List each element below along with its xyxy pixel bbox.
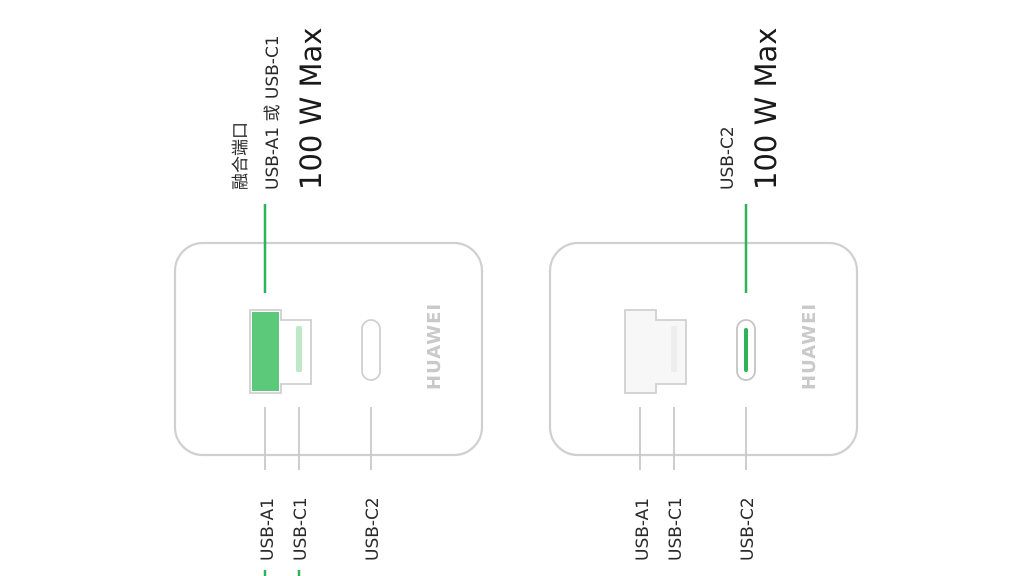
left-fusion-port-label: 融合端口	[231, 122, 251, 190]
right-charger-body	[548, 241, 859, 457]
left-usb-c2-label: USB-C2	[363, 497, 383, 561]
left-panel: HUAWEI 融合端口 USB-A1 或 USB-C1 100 W Max US…	[173, 28, 484, 576]
left-fusion-port-options: USB-A1 或 USB-C1	[263, 35, 283, 190]
left-charger-body	[173, 241, 484, 457]
right-usb-c1-slot	[671, 326, 677, 372]
left-usb-c1-slot	[296, 326, 302, 372]
right-usb-c2-label: USB-C2	[738, 497, 758, 561]
left-usb-c2-port	[361, 319, 381, 381]
right-panel: HUAWEI USB-C2 100 W Max USB-A1 USB-C1 US…	[548, 28, 859, 561]
right-port-label: USB-C2	[718, 126, 738, 190]
right-fusion-port-outline	[624, 309, 687, 394]
left-power-rating: 100 W Max	[294, 28, 328, 190]
right-power-rating: 100 W Max	[749, 28, 783, 190]
left-fusion-port	[249, 309, 312, 394]
left-usb-a1-port-active	[252, 312, 279, 391]
left-usb-c1-label: USB-C1	[291, 497, 311, 561]
right-fusion-port	[624, 309, 687, 394]
right-usb-c2-port-active	[744, 328, 748, 372]
left-brand-logo: HUAWEI	[424, 303, 445, 390]
left-usb-a1-label: USB-A1	[258, 498, 278, 561]
right-brand-logo: HUAWEI	[799, 303, 820, 390]
right-usb-c1-label: USB-C1	[666, 497, 686, 561]
right-usb-a1-label: USB-A1	[633, 498, 653, 561]
